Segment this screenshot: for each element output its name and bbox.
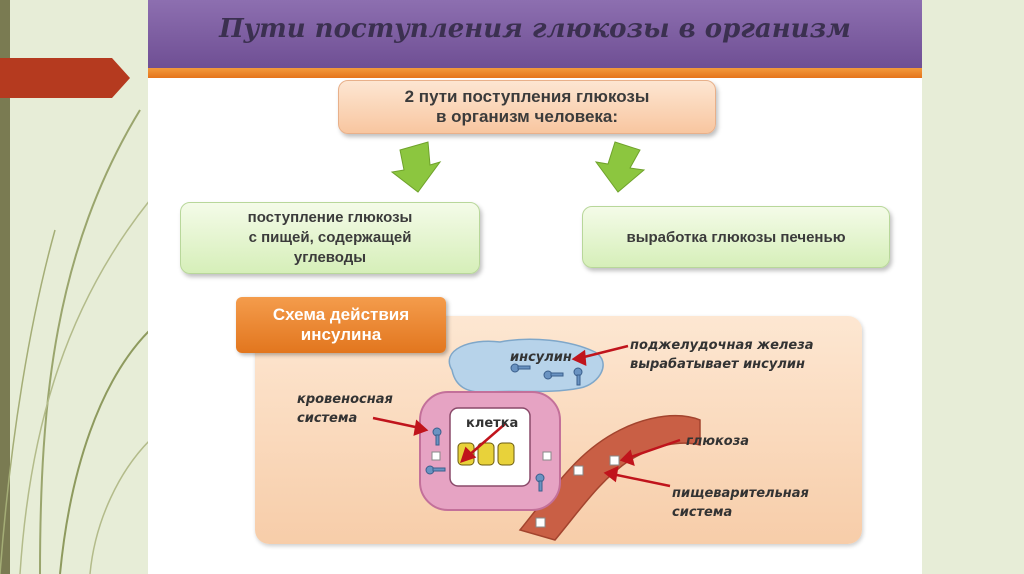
food-box-line1: поступление глюкозы [247,209,413,226]
decorative-lines [0,109,150,574]
blood-system-label: кровеносная система [297,390,393,428]
food-box-line3: углеводы [293,249,367,266]
scheme-header-line1: Схема действия [272,305,410,324]
right-background [922,0,1024,574]
digestive-label-line2: система [672,505,733,520]
digestive-system-label: пищеварительная система [672,484,809,522]
pancreas-label: поджелудочная железа вырабатывает инсули… [630,336,814,374]
food-glucose-box: поступление глюкозы с пищей, содержащей … [180,202,480,274]
top-box-line2: в организм человека: [435,107,619,126]
label-arrows [372,344,681,488]
red-pointer-arrow [0,58,130,98]
scheme-header: Схема действия инсулина [236,297,446,353]
liver-glucose-box: выработка глюкозы печенью [582,206,890,268]
glucose-cubes [431,451,620,528]
blood-label-line2: система [297,411,358,426]
insulin-label: инсулин [510,350,572,365]
cell-receptors [457,442,515,466]
slide-title: Пути поступления глюкозы в организм [219,14,851,44]
digestive-tract-shape [518,414,701,541]
pancreas-label-line2: вырабатывает инсулин [630,357,805,372]
insulin-keys [425,363,583,492]
left-stripe [0,0,10,574]
food-box-line2: с пищей, содержащей [248,229,412,246]
top-box: 2 пути поступления глюкозы в организм че… [338,80,716,134]
liver-box-label: выработка глюкозы печенью [626,228,846,246]
scheme-header-line2: инсулина [300,325,382,344]
blood-label-line1: кровеносная [297,392,393,407]
title-underline [148,68,922,78]
top-box-line1: 2 пути поступления глюкозы [404,87,650,106]
digestive-label-line1: пищеварительная [672,486,809,501]
pancreas-label-line1: поджелудочная железа [630,338,814,353]
title-bar [148,0,922,68]
glucose-label: глюкоза [686,434,750,449]
cell-label: клетка [466,416,519,431]
